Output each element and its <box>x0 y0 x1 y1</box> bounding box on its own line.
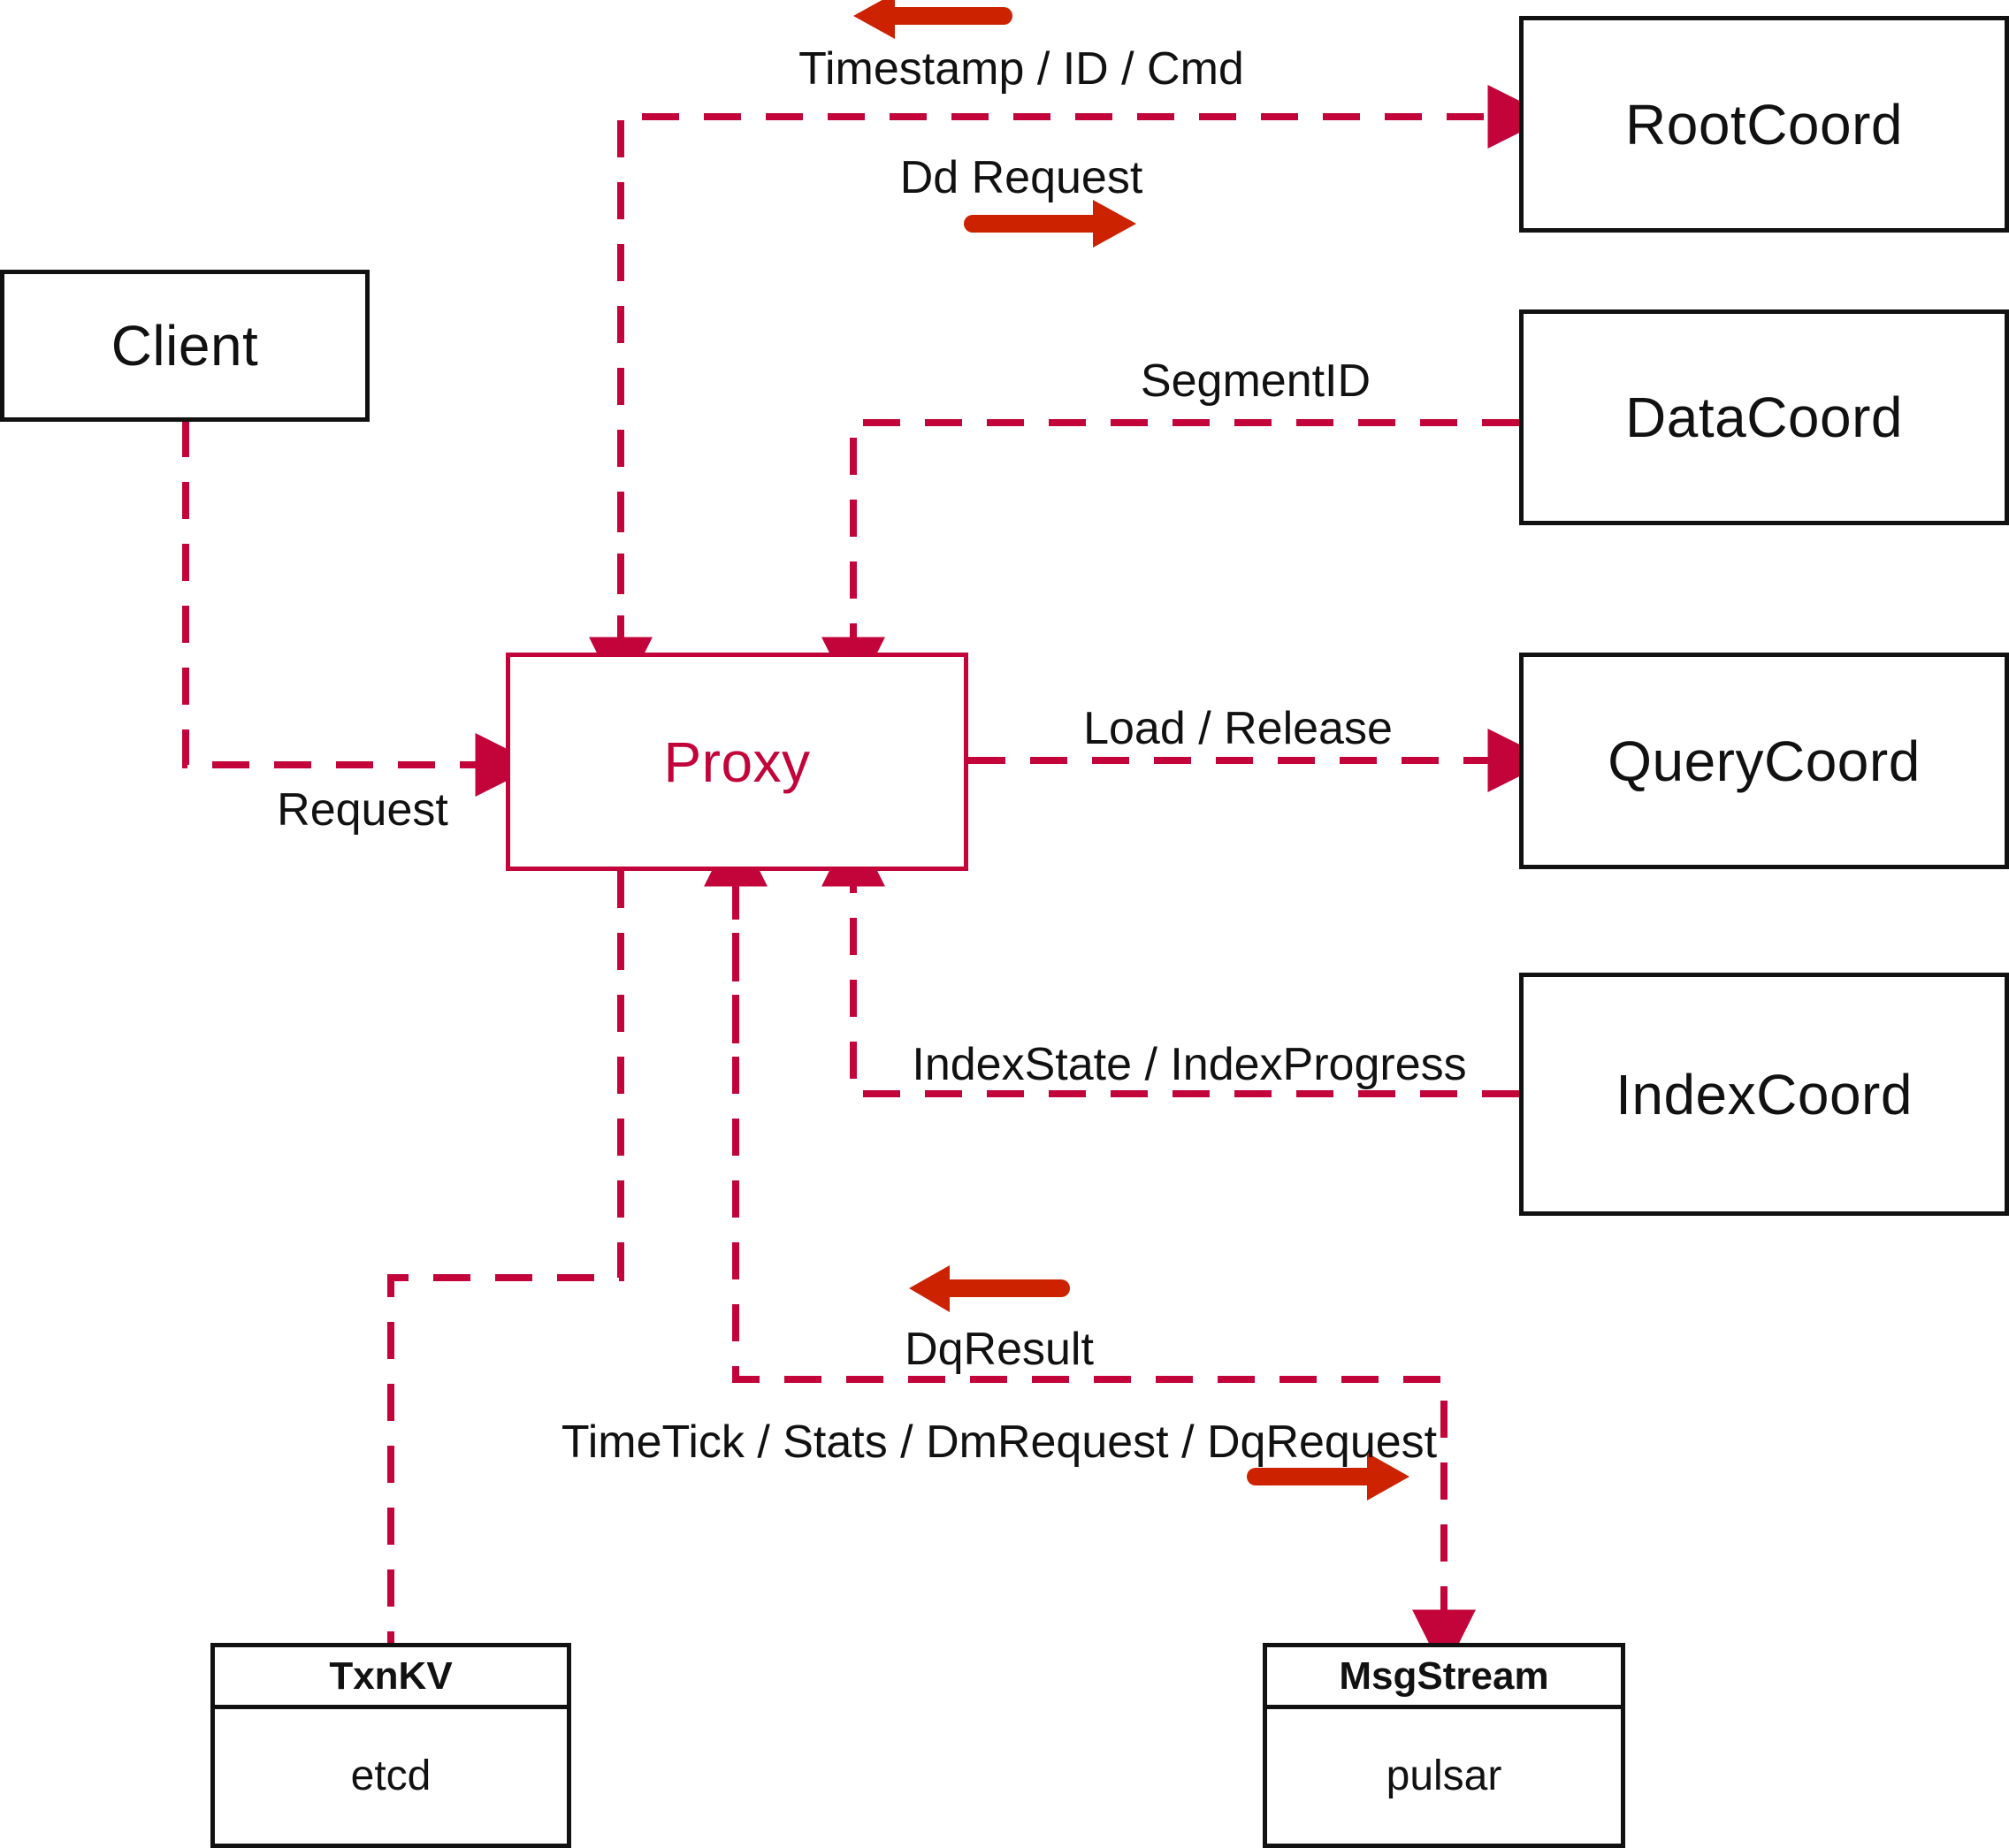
direction-arrow-timestamp-left <box>853 0 1012 39</box>
store-msgstream-impl: pulsar <box>1386 1753 1502 1799</box>
node-proxy-label: Proxy <box>663 729 811 794</box>
edge-label-timetick-stats: TimeTick / Stats / DmRequest / DqRequest <box>561 1417 1438 1468</box>
wire-proxy-to-msgstream <box>732 871 1476 1674</box>
edge-label-timestamp-id-cmd: Timestamp / ID / Cmd <box>798 43 1244 95</box>
edge-label-dq-result: DqResult <box>905 1324 1094 1375</box>
store-txnkv-header: TxnKV <box>215 1647 567 1709</box>
node-indexcoord[interactable]: IndexCoord <box>1519 973 2009 1216</box>
edge-label-index-state-progress: IndexState / IndexProgress <box>912 1039 1467 1090</box>
node-rootcoord-label: RootCoord <box>1625 92 1903 157</box>
store-txnkv-title: TxnKV <box>329 1653 453 1698</box>
node-datacoord[interactable]: DataCoord <box>1519 309 2009 525</box>
store-msgstream-title: MsgStream <box>1339 1653 1549 1698</box>
node-querycoord[interactable]: QueryCoord <box>1519 653 2009 869</box>
wire-datacoord-to-proxy <box>821 419 1519 701</box>
edge-label-request: Request <box>277 784 448 836</box>
direction-arrow-dd-request-right <box>964 200 1136 248</box>
direction-arrow-dqresult-left <box>909 1265 1070 1312</box>
store-msgstream-header: MsgStream <box>1267 1647 1621 1709</box>
edge-label-load-release: Load / Release <box>1083 703 1393 754</box>
edge-label-segment-id: SegmentID <box>1140 355 1371 407</box>
store-txnkv[interactable]: TxnKV etcd <box>210 1643 571 1848</box>
node-rootcoord[interactable]: RootCoord <box>1519 16 2009 233</box>
node-proxy[interactable]: Proxy <box>506 653 968 871</box>
node-querycoord-label: QueryCoord <box>1608 729 1921 793</box>
store-msgstream-body: pulsar <box>1267 1709 1621 1844</box>
store-txnkv-impl: etcd <box>350 1753 432 1799</box>
edge-label-dd-request: Dd Request <box>899 152 1143 203</box>
wire-client-to-proxy <box>182 420 539 797</box>
node-client-label: Client <box>111 314 259 378</box>
wire-proxy-to-txnkv <box>387 871 624 1643</box>
store-txnkv-body: etcd <box>215 1709 567 1844</box>
node-datacoord-label: DataCoord <box>1625 386 1903 449</box>
node-client[interactable]: Client <box>0 270 370 422</box>
node-indexcoord-label: IndexCoord <box>1616 1062 1913 1126</box>
store-msgstream[interactable]: MsgStream pulsar <box>1263 1643 1625 1848</box>
